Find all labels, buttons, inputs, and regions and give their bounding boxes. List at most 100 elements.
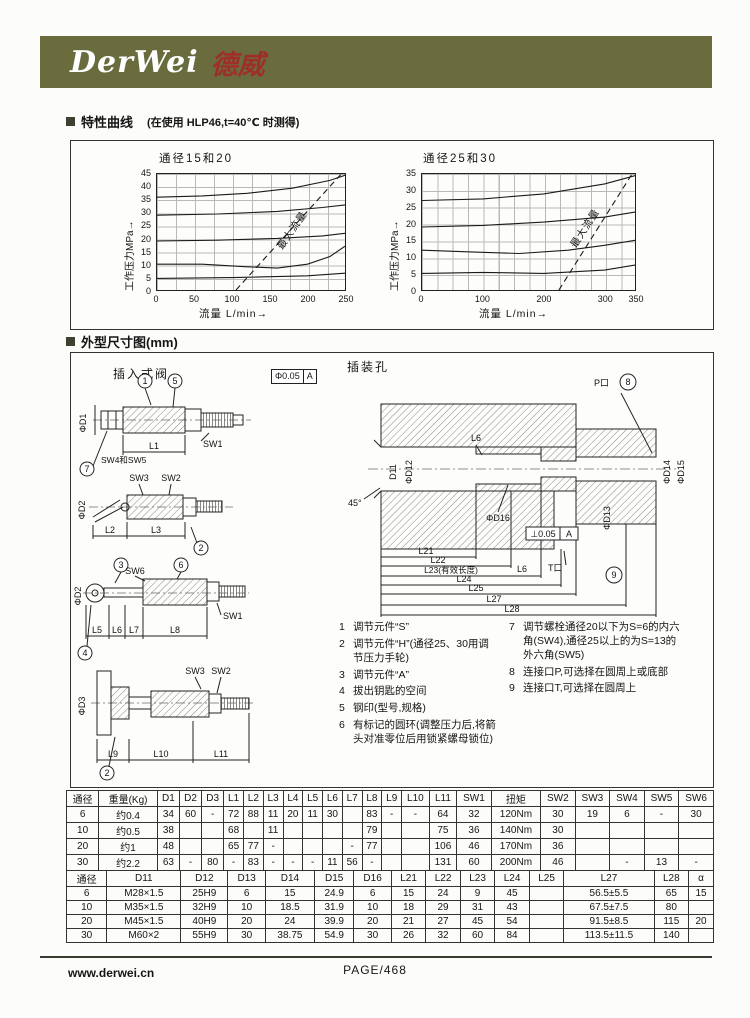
table-cell: [242, 822, 264, 839]
table-cell: 20: [282, 806, 304, 823]
table-cell: -: [401, 806, 430, 823]
note-item: 4 拔出钥匙的空间: [339, 685, 499, 699]
table-cell: 64: [428, 806, 458, 823]
table-cell: 46: [540, 854, 576, 871]
table-cell: 30: [678, 806, 714, 823]
table-header-cell: D16: [353, 870, 392, 887]
table-cell: 6: [609, 806, 645, 823]
table-cell: 30: [353, 928, 392, 943]
table-cell: -: [178, 854, 203, 871]
table-cell: 20: [65, 838, 100, 855]
table-cell: 6: [353, 886, 392, 901]
dim-label: L23(有效长度): [424, 565, 478, 575]
dim-label: L5: [92, 625, 102, 635]
table-header-cell: L23: [459, 870, 496, 887]
table-header-cell: L1: [223, 790, 244, 807]
axis-tick-label: 15: [140, 246, 151, 257]
dim-label: L9: [108, 749, 118, 759]
note-text: 调节元件“A”: [353, 668, 409, 681]
tolerance-value: Φ0.05: [272, 370, 304, 383]
cavity-section: [363, 373, 676, 617]
tolerance-datum: A: [566, 529, 572, 539]
table-cell: 131: [428, 854, 458, 871]
table-cell: 56.5±5.5: [563, 886, 655, 901]
table-cell: 113.5±11.5: [563, 928, 655, 943]
table-cell: 32: [456, 806, 492, 823]
table-cell: 60: [459, 928, 496, 943]
table-cell: [528, 928, 565, 943]
table-cell: 67.5±7.5: [563, 900, 655, 915]
note-text: 调节螺栓通径20以下为S=6的内六角(SW4),通径25以上的为S=13的外六角…: [523, 621, 680, 661]
table-cell: 63: [156, 854, 180, 871]
table-cell: [178, 838, 203, 855]
note-item: 6 有标记的圆环(调整压力后,将箭头对准零位后用锁紧螺母锁位): [339, 719, 499, 747]
table-cell: [528, 914, 565, 929]
table-cell: -: [302, 854, 324, 871]
table-cell: -: [678, 854, 714, 871]
table-header-cell: L22: [425, 870, 461, 887]
table-cell: 43: [494, 900, 530, 915]
table-cell: 15: [264, 886, 316, 901]
dim-label: SW2: [211, 666, 231, 676]
table-cell: [678, 822, 714, 839]
note-item: 8 连接口P,可选择在圆周上或底部: [509, 666, 681, 680]
chart-series-p5: [157, 272, 345, 279]
table-cell: 83: [242, 854, 264, 871]
table-cell: [574, 838, 611, 855]
table-cell: [282, 822, 304, 839]
table-cell: 32H9: [180, 900, 229, 915]
table-cell: 11: [322, 854, 343, 871]
table-cell: -: [262, 854, 284, 871]
flatness-tolerance-frame: Φ0.05 A: [271, 369, 317, 384]
dim-label: ΦD1: [78, 414, 88, 433]
table-cell: 72: [223, 806, 244, 823]
tolerance-datum: A: [306, 371, 313, 381]
table-cell: [322, 822, 343, 839]
table-cell: [282, 838, 304, 855]
dim-label: ΦD15: [676, 460, 686, 484]
table-cell: 25H9: [180, 886, 229, 901]
chart-series-p20: [422, 211, 635, 228]
table-header-cell: L25: [528, 870, 565, 887]
chart-series-p40: [157, 174, 345, 198]
table-header-cell: L3: [262, 790, 284, 807]
table-cell: [643, 822, 680, 839]
table-cell: 65: [223, 838, 244, 855]
section-bullet-icon: [66, 337, 75, 346]
table-header-cell: L24: [494, 870, 530, 887]
note-item: 3 调节元件“A”: [339, 669, 499, 683]
cavity-title: 插装孔: [347, 360, 390, 374]
table-cell: 88: [242, 806, 264, 823]
table-cell: 6: [227, 886, 266, 901]
table-header-cell: SW6: [678, 790, 714, 807]
dim-label: SW1: [203, 439, 223, 449]
table-cell: 80: [201, 854, 225, 871]
table-cell: -: [341, 838, 363, 855]
x-axis-label: 流量 L/min→: [479, 308, 549, 320]
table-cell: 约0.5: [98, 822, 158, 839]
table-cell: 29: [425, 900, 461, 915]
table-header-cell: L28: [653, 870, 690, 887]
perpendicularity-tolerance: ⊥0.05: [530, 529, 555, 539]
note-text: 有标记的圆环(调整压力后,将箭头对准零位后用锁紧螺母锁位): [353, 719, 496, 746]
chart-series-max-flow: [558, 174, 633, 290]
axis-tick-label: 5: [145, 272, 151, 283]
dim-label: ΦD2: [77, 501, 87, 520]
chart-series-max-flow: [235, 174, 342, 290]
note-text: 调节元件“H”(通径25、30用调节压力手轮): [353, 637, 489, 664]
table-cell: 106: [428, 838, 458, 855]
axis-tick-label: 0: [410, 286, 416, 296]
table-header-cell: L2: [242, 790, 264, 807]
table-header-cell: L10: [401, 790, 430, 807]
dim-label: L7: [129, 625, 139, 635]
table-header-cell: L4: [282, 790, 304, 807]
table-cell: 40H9: [180, 914, 229, 929]
